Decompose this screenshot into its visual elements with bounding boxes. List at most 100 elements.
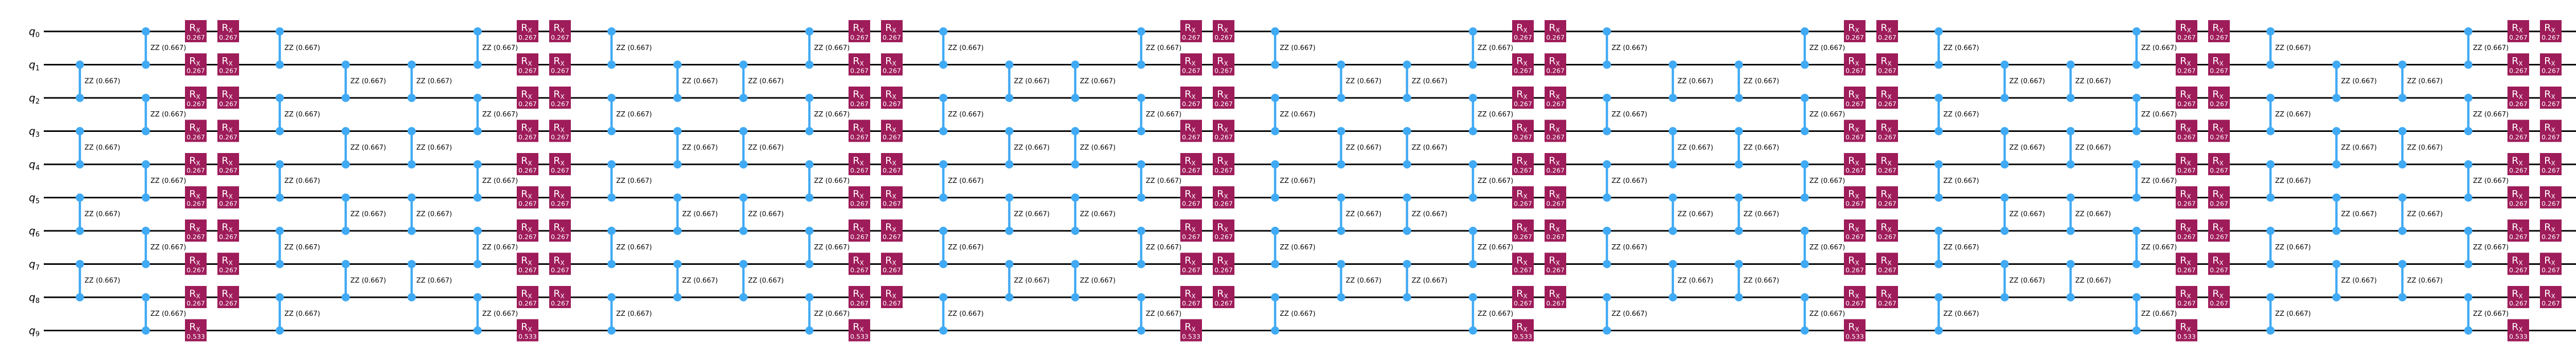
rx-gate-angle: 0.267 (2177, 166, 2196, 174)
zz-control-dot (342, 127, 350, 136)
rx-gate-box (1180, 53, 1202, 76)
rx-gate-angle: 0.267 (1878, 200, 1896, 208)
rx-gate-name-subscript: X (228, 226, 232, 233)
rx-gate-angle: 0.267 (2509, 33, 2528, 41)
zz-control-dot (342, 94, 350, 102)
zz-control-dot (607, 293, 616, 301)
rx-gate: RX0.267 (881, 20, 903, 42)
rx-gate-name-subscript: X (859, 260, 863, 267)
rx-gate-angle: 0.267 (883, 67, 901, 75)
rx-gate-box (1876, 53, 1898, 76)
zz-gate-label: ZZ (0.667) (682, 144, 718, 151)
zz-gate-label: ZZ (0.667) (284, 111, 320, 119)
zz-gate-label: ZZ (0.667) (1677, 77, 1713, 85)
rx-gate-box (1213, 53, 1234, 76)
zz-gate: ZZ (0.667) (2066, 260, 2111, 301)
qubit-label: q5 (29, 192, 40, 206)
zz-gate-label: ZZ (0.667) (1612, 44, 1647, 52)
zz-gate: ZZ (0.667) (2464, 293, 2509, 335)
rx-gate-angle: 0.267 (1546, 200, 1565, 208)
rx-gate-name-subscript: X (1855, 93, 1859, 100)
rx-gate-box (1545, 252, 1566, 275)
zz-gate-label: ZZ (0.667) (1412, 210, 1447, 218)
rx-gate-name-subscript: X (1523, 193, 1527, 200)
zz-control-dot (1403, 260, 1411, 268)
rx-gate-angle: 0.267 (219, 166, 238, 174)
rx-gate: RX0.267 (1844, 87, 1866, 109)
zz-control-dot (1005, 227, 1013, 235)
rx-gate-name-subscript: X (1855, 193, 1859, 200)
rx-gate-name-subscript: X (1191, 127, 1195, 134)
rx-gate-angle: 0.267 (187, 133, 205, 141)
qubit-label-subscript: 7 (36, 264, 40, 272)
zz-control-dot (739, 127, 748, 136)
rx-gate: RX0.267 (185, 286, 207, 308)
rx-gate-name-subscript: X (2187, 193, 2191, 200)
zz-gate-label: ZZ (0.667) (748, 210, 784, 218)
rx-gate-angle: 0.267 (187, 33, 205, 41)
rx-gate-angle: 0.267 (1214, 200, 1233, 208)
rx-gate: RX0.267 (185, 53, 207, 76)
rx-gate-angle: 0.267 (1845, 166, 1864, 174)
rx-gate-box (1512, 252, 1534, 275)
rx-gate-box (217, 286, 239, 308)
rx-gate-name-subscript: X (1887, 93, 1891, 100)
rx-gate: RX0.267 (1213, 219, 1234, 242)
rx-gate-name-subscript: X (528, 260, 532, 267)
rx-gate-angle: 0.267 (1182, 200, 1200, 208)
zz-gate-label: ZZ (0.667) (1612, 310, 1647, 318)
rx-gate-angle: 0.267 (1845, 33, 1864, 41)
zz-gate: ZZ (0.667) (1005, 127, 1049, 168)
zz-gate: ZZ (0.667) (2066, 193, 2111, 235)
rx-gate-box (517, 153, 538, 175)
zz-gate: ZZ (0.667) (2066, 60, 2111, 102)
zz-control-dot (408, 227, 416, 235)
rx-gate: RX0.267 (2208, 252, 2230, 275)
rx-gate-angle: 0.267 (883, 233, 901, 241)
rx-gate-name-subscript: X (2551, 27, 2555, 34)
rx-gate-name-subscript: X (196, 260, 200, 267)
rx-gate-box (2176, 120, 2197, 142)
rx-gate-angle: 0.267 (1546, 266, 1565, 274)
rx-gate-box (881, 53, 903, 76)
zz-control-dot (1337, 94, 1345, 102)
qubit-label-subscript: 0 (36, 31, 40, 39)
rx-gate-angle: 0.267 (1878, 299, 1896, 307)
zz-gate-label: ZZ (0.667) (2075, 144, 2111, 151)
rx-gate-name-subscript: X (2551, 260, 2555, 267)
rx-gate: RX0.267 (1844, 219, 1866, 242)
zz-gate: ZZ (0.667) (1071, 127, 1115, 168)
zz-gate: ZZ (0.667) (1603, 160, 1647, 202)
zz-control-dot (2398, 60, 2406, 69)
zz-control-dot (1935, 260, 1943, 268)
rx-gate-angle: 0.267 (850, 100, 869, 108)
rx-gate-box (2176, 153, 2197, 175)
rx-gate-name-subscript: X (2219, 127, 2223, 134)
zz-control-dot (2332, 193, 2341, 202)
rx-gate-angle: 0.267 (883, 299, 901, 307)
zz-control-dot (1137, 193, 1145, 202)
rx-gate-angle: 0.267 (1878, 67, 1896, 75)
zz-control-dot (1801, 326, 1809, 335)
rx-gate: RX0.267 (1545, 53, 1566, 76)
zz-gate-label: ZZ (0.667) (814, 44, 850, 52)
zz-control-dot (2398, 260, 2406, 268)
zz-gate-label: ZZ (0.667) (1146, 310, 1181, 318)
zz-control-dot (408, 260, 416, 268)
zz-control-dot (1005, 60, 1013, 69)
rx-gate: RX0.267 (849, 20, 870, 42)
zz-gate-label: ZZ (0.667) (1743, 77, 1779, 85)
rx-gate: RX0.267 (517, 286, 538, 308)
zz-control-dot (1669, 160, 1677, 168)
rx-gate-box (849, 219, 870, 242)
zz-gate: ZZ (0.667) (2332, 260, 2377, 301)
rx-gate-name-subscript: X (1523, 293, 1527, 300)
zz-gate-label: ZZ (0.667) (616, 177, 652, 185)
zz-control-dot (1469, 293, 1477, 301)
rx-gate-box (1844, 186, 1866, 209)
rx-gate-box (1545, 120, 1566, 142)
rx-gate-angle: 0.267 (1182, 166, 1200, 174)
rx-gate-name-subscript: X (1523, 260, 1527, 267)
rx-gate-name-subscript: X (892, 260, 896, 267)
rx-gate-angle: 0.267 (1845, 67, 1864, 75)
